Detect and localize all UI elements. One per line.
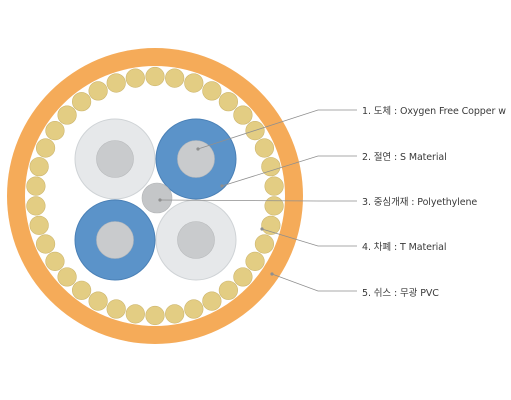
leader-dot	[270, 272, 274, 276]
label-sheath: 5. 쉬스 : 무광 PVC	[362, 288, 439, 299]
conductor-4	[177, 221, 215, 259]
leader-line-filler	[159, 199, 357, 202]
leader-dot	[158, 198, 162, 202]
shield-wire	[72, 92, 92, 112]
shield-wire	[106, 299, 126, 319]
leader-line-sheath	[271, 273, 357, 292]
shield-wire	[45, 251, 65, 271]
shield-wire	[57, 105, 77, 125]
shield-wire	[165, 304, 185, 324]
shield-wire	[261, 157, 281, 177]
leader-line-conductor	[197, 109, 357, 150]
shield-wire	[26, 176, 46, 196]
leader-line-insulation	[221, 155, 357, 187]
shield-wire	[29, 215, 49, 235]
shield-wire	[254, 234, 275, 254]
leader-dot	[260, 227, 264, 231]
shield-wire	[165, 68, 185, 88]
shield-wire	[254, 138, 275, 158]
shield-wire	[29, 157, 49, 177]
conductor-1	[96, 140, 134, 178]
shield-wire	[202, 81, 222, 101]
shield-wire	[35, 138, 56, 158]
shield-wire	[88, 81, 108, 101]
conductor-2	[177, 140, 215, 178]
shield-wire	[233, 105, 253, 125]
leader-dot	[196, 147, 200, 151]
shield-wire	[264, 196, 284, 216]
shield-wire	[202, 291, 222, 311]
shield-wire	[125, 304, 145, 324]
label-filler: 3. 중심개재 : Polyethylene	[362, 197, 478, 208]
shield-wire	[184, 299, 204, 319]
shield-wire	[88, 291, 108, 311]
shield-wire	[35, 234, 56, 254]
label-shield: 4. 차폐 : T Material	[362, 242, 447, 253]
shield-wire	[245, 251, 265, 271]
shield-wire	[125, 68, 145, 88]
label-insulation: 2. 절연 : S Material	[362, 152, 447, 163]
leader-line-shield	[261, 228, 357, 247]
shield-wire	[218, 92, 238, 112]
conductor-3	[96, 221, 134, 259]
shield-wire	[26, 196, 46, 216]
center-filler	[141, 182, 173, 214]
shield-wire	[72, 280, 92, 300]
label-conductor: 1. 도체 : Oxygen Free Copper w	[362, 106, 506, 117]
shield-wire	[57, 267, 77, 287]
shield-wire	[45, 121, 65, 141]
shield-wire	[184, 73, 204, 93]
shield-wire	[264, 176, 284, 196]
shield-wire	[106, 73, 126, 93]
shield-wire	[145, 305, 165, 326]
shield-wire	[218, 280, 238, 300]
shield-wire	[145, 66, 165, 87]
leader-dot	[220, 184, 224, 188]
shield-wire	[233, 267, 253, 287]
